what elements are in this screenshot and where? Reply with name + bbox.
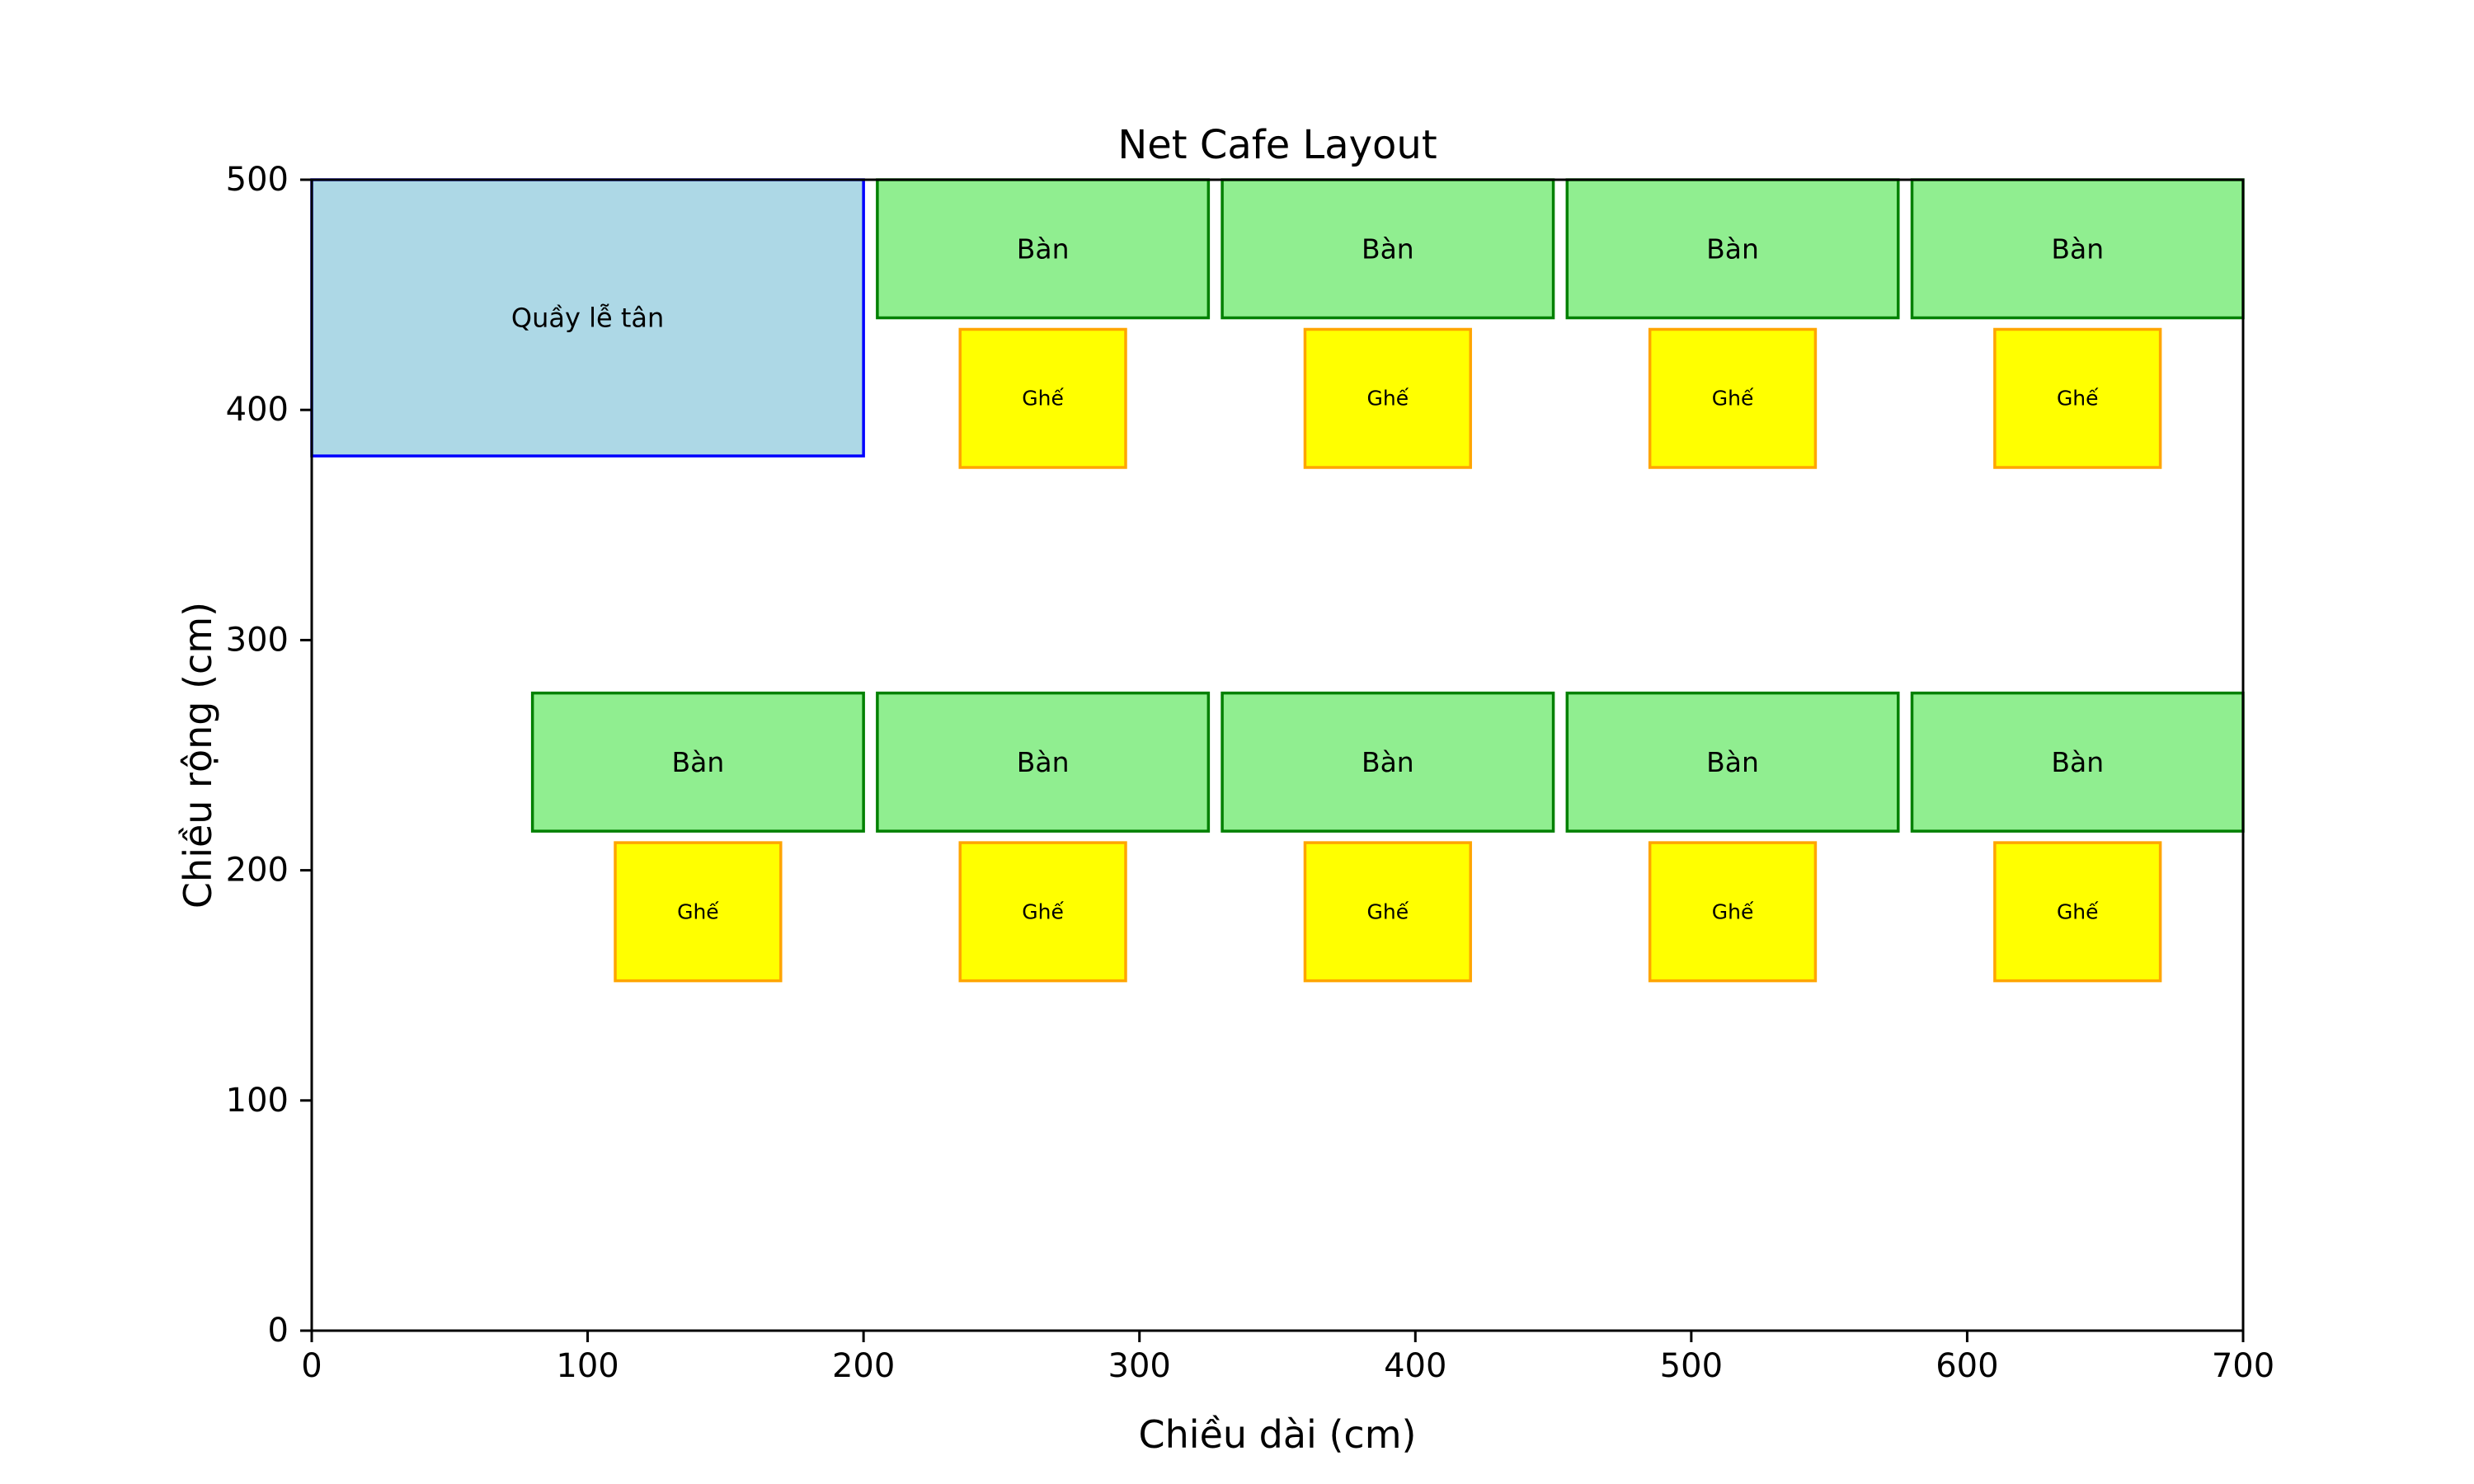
- y-tick-label: 400: [226, 391, 289, 429]
- x-tick-label: 200: [832, 1347, 895, 1385]
- table-label: Bàn: [1362, 746, 1414, 778]
- chair-label: Ghế: [2057, 899, 2099, 923]
- chair-label: Ghế: [1712, 899, 1754, 923]
- chair-label: Ghế: [1022, 899, 1064, 923]
- x-axis-label: Chiều dài (cm): [1139, 1412, 1417, 1457]
- table: [1565, 691, 1900, 833]
- chair: [1303, 327, 1472, 469]
- x-tick-label: 100: [556, 1347, 618, 1385]
- table: [876, 691, 1211, 833]
- y-tick-label: 0: [268, 1312, 289, 1350]
- x-tick-label: 0: [301, 1347, 322, 1385]
- y-tick-label: 200: [226, 852, 289, 890]
- table-label: Bàn: [1706, 746, 1759, 778]
- chair-label: Ghế: [1367, 387, 1409, 411]
- x-axis: 0 100 200 300 400 500 600 700: [301, 1331, 2274, 1385]
- y-axis-label: Chiều rộng (cm): [176, 602, 220, 909]
- table-label: Bàn: [2051, 232, 2104, 265]
- table: [876, 178, 1211, 320]
- plot-frame: [310, 178, 2245, 1332]
- chair: [1648, 327, 1818, 469]
- y-tick-label: 300: [226, 621, 289, 659]
- chair-label: Ghế: [677, 899, 719, 923]
- table: [530, 691, 865, 833]
- chair: [958, 327, 1127, 469]
- y-tick-label: 500: [226, 161, 289, 199]
- chair-label: Ghế: [2057, 387, 2099, 411]
- table-label: Bàn: [1017, 232, 1070, 265]
- x-tick-label: 300: [1108, 1347, 1171, 1385]
- x-tick-label: 700: [2212, 1347, 2274, 1385]
- chart-title: Net Cafe Layout: [1117, 122, 1437, 168]
- table-label: Bàn: [672, 746, 725, 778]
- table-label: Bàn: [1706, 232, 1759, 265]
- chair: [1993, 327, 2162, 469]
- reception-desk: [310, 178, 865, 458]
- reception-desk-label: Quầy lễ tân: [511, 303, 664, 334]
- chair: [1303, 841, 1472, 983]
- chair: [958, 841, 1127, 983]
- table-label: Bàn: [1362, 232, 1414, 265]
- chair-label: Ghế: [1712, 387, 1754, 411]
- table-label: Bàn: [2051, 746, 2104, 778]
- x-tick-label: 600: [1935, 1347, 1998, 1385]
- chair: [1993, 841, 2162, 983]
- table: [1221, 691, 1555, 833]
- table: [1910, 178, 2245, 320]
- table: [1910, 691, 2245, 833]
- y-tick-label: 100: [226, 1082, 289, 1120]
- table-label: Bàn: [1017, 746, 1070, 778]
- table: [1565, 178, 1900, 320]
- y-axis: 0 100 200 300 400 500: [226, 161, 312, 1350]
- chair-label: Ghế: [1367, 899, 1409, 923]
- x-tick-label: 400: [1384, 1347, 1446, 1385]
- chair: [1648, 841, 1818, 983]
- x-tick-label: 500: [1660, 1347, 1723, 1385]
- chair-label: Ghế: [1022, 387, 1064, 411]
- chair: [614, 841, 783, 983]
